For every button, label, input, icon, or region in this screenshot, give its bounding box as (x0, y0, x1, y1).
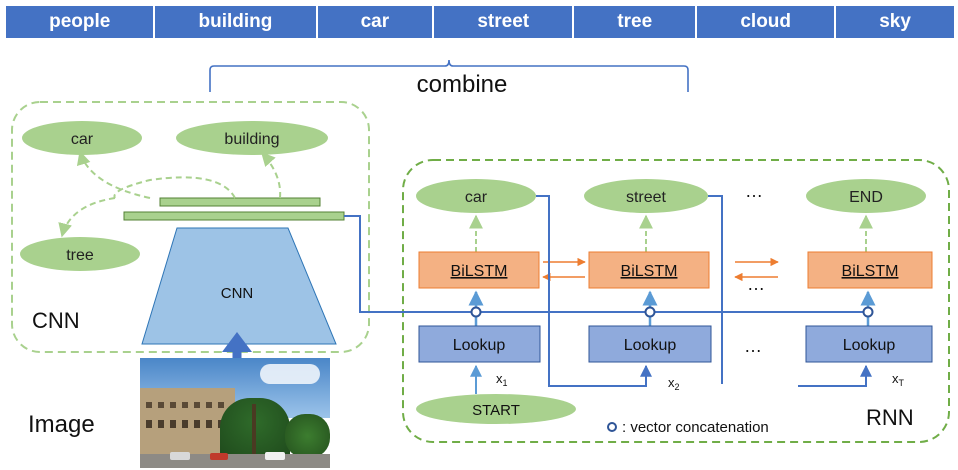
tag-street: street (434, 6, 575, 38)
photo-car (170, 452, 190, 460)
cnn-arrow-building (261, 151, 282, 199)
photo-street (140, 454, 330, 468)
feedback-street-down (708, 195, 723, 384)
cnn-node-building (176, 121, 328, 155)
photo-cloud (260, 364, 320, 384)
cnn-node-tree-label: tree (66, 247, 94, 264)
combine-brace (209, 59, 689, 92)
cnn-arrow-loop (113, 176, 236, 199)
rnn-output-car-label: car (465, 189, 488, 206)
bilstm-box-2 (588, 251, 710, 289)
tag-building: building (155, 6, 318, 38)
lookup-label-2: Lookup (624, 337, 677, 354)
start-label: START (472, 402, 520, 419)
ellipsis-mid: … (747, 274, 765, 294)
bilstm-label-2: BiLSTM (621, 263, 678, 280)
image-to-cnn-arrow-head (222, 332, 252, 352)
rnn-panel (402, 159, 950, 443)
concat-circle-3 (862, 306, 874, 318)
cnn-to-rnn-connector (344, 215, 868, 313)
cnn-node-building-label: building (224, 131, 279, 148)
bilstm-box-3 (807, 251, 933, 289)
cnn-arrow-tree (58, 197, 116, 238)
tag-bar: people building car street tree cloud sk… (6, 6, 954, 38)
input-label-xT: xT (892, 371, 905, 388)
cnn-node-car (22, 121, 142, 155)
bilstm-box-1 (418, 251, 540, 289)
cnn-block-label: CNN (221, 285, 254, 302)
bilstm-label-3: BiLSTM (842, 263, 899, 280)
bilstm-label-1: BiLSTM (451, 263, 508, 280)
tag-cloud: cloud (697, 6, 837, 38)
input-label-x2: x2 (668, 375, 680, 392)
rnn-output-street (584, 179, 708, 213)
lookup-label-1: Lookup (453, 337, 506, 354)
feature-bar-bottom (123, 211, 345, 221)
lookup-label-3: Lookup (843, 337, 896, 354)
ellipsis-bottom: … (744, 336, 762, 356)
cnn-node-car-label: car (71, 131, 94, 148)
cnn-arrow-car (76, 150, 151, 199)
tag-people: people (6, 6, 156, 38)
concat-circle-2 (644, 306, 656, 318)
rnn-output-end-label: END (849, 189, 883, 206)
feedback-car-to-lookup2 (536, 195, 652, 387)
concat-circle-1 (470, 306, 482, 318)
tag-tree: tree (574, 6, 698, 38)
cnn-node-tree (20, 237, 140, 271)
rnn-output-car (416, 179, 536, 213)
legend-circle (607, 422, 617, 432)
cnn-panel (11, 101, 370, 353)
combine-label: combine (417, 71, 508, 98)
rnn-panel-label: RNN (866, 405, 914, 430)
input-photo (140, 358, 330, 468)
image-label: Image (28, 411, 95, 438)
cnn-block (141, 227, 337, 345)
lookup-box-2 (588, 325, 712, 363)
feature-bar-top (159, 197, 321, 207)
rnn-output-street-label: street (626, 189, 667, 206)
lookup-box-1 (418, 325, 541, 363)
tag-car: car (318, 6, 435, 38)
ellipsis-top: … (745, 181, 763, 201)
tag-sky: sky (879, 11, 911, 32)
feedback-into-lookup3 (798, 364, 872, 387)
rnn-output-end (806, 179, 926, 213)
cnn-panel-label: CNN (32, 308, 80, 333)
start-node (416, 394, 576, 424)
legend-text: : vector concatenation (622, 419, 769, 436)
input-label-x1: x1 (496, 371, 508, 388)
lookup-box-3 (805, 325, 933, 363)
